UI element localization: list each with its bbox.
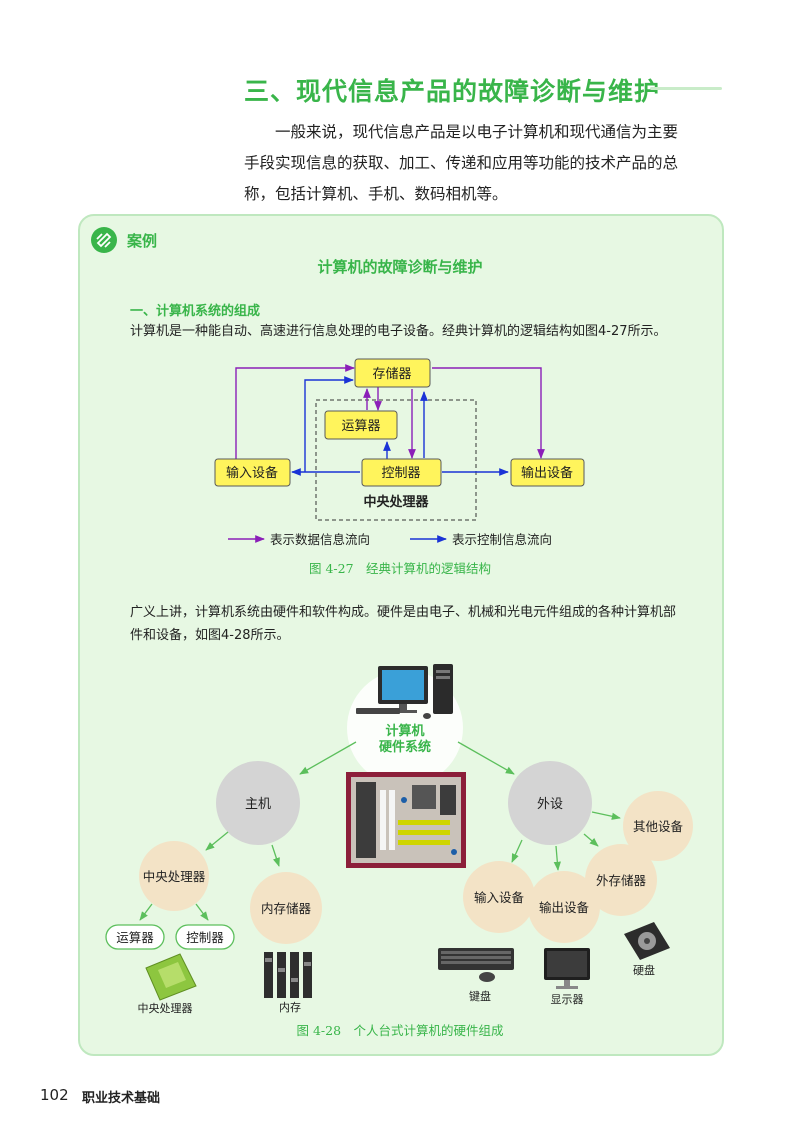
node-cpu-label: 中央处理器 [143, 869, 206, 884]
monitor-illustration [544, 948, 590, 989]
photo-label-keyboard: 键盘 [469, 989, 491, 1003]
section-title: 三、现代信息产品的故障诊断与维护 [244, 77, 661, 106]
node-host [216, 761, 300, 845]
box-output: 输出设备 [510, 458, 585, 487]
arrow-peripheral-to-output [553, 845, 561, 871]
arrow-host-to-ram [271, 844, 280, 867]
node-cpu [139, 841, 209, 911]
node-input-label: 输入设备 [474, 890, 525, 905]
cpu-chip-illustration [145, 953, 197, 1001]
box-output-label: 输出设备 [521, 465, 573, 481]
node-other [623, 791, 693, 861]
intro-line-3: 称，包括计算机、手机、数码相机等。 [244, 185, 508, 203]
ram-illustration [264, 952, 312, 998]
arrow-peripheral-to-input [511, 839, 523, 863]
book-title: 职业技术基础 [82, 1091, 161, 1106]
intro-line-2: 手段实现信息的获取、加工、传递和应用等功能的技术产品的总 [244, 154, 679, 172]
photo-label-cpu: 中央处理器 [138, 1002, 193, 1015]
box-input: 输入设备 [214, 458, 291, 487]
box-alu: 运算器 [324, 410, 398, 440]
node-external-label: 外存储器 [596, 873, 647, 888]
paragraph-2-line-1: 广义上讲，计算机系统由硬件和软件构成。硬件是由电子、机械和光电元件组成的各种计算… [130, 605, 677, 620]
pill-control-label: 控制器 [186, 930, 224, 945]
case-label: 案例 [127, 232, 158, 250]
figure-4-28-caption: 图 4-28 个人台式计算机的硬件组成 [296, 1023, 504, 1038]
node-ram [250, 872, 322, 944]
arrow-root-to-host [299, 741, 357, 775]
box-control: 控制器 [361, 458, 442, 487]
subheading: 一、计算机系统的组成 [130, 304, 261, 319]
keyboard-illustration [438, 948, 514, 982]
photo-label-ram: 内存 [279, 1000, 301, 1014]
legend-control-label: 表示控制信息流向 [452, 532, 552, 547]
node-input [463, 861, 535, 933]
box-memory: 存储器 [354, 358, 431, 388]
pill-alu [105, 924, 165, 950]
node-output-label: 输出设备 [539, 900, 590, 915]
figure-4-27-diagram: 存储器 运算器 控制器 输入设备 输出设备 中央处理器 表示数据信息流向 表示控… [214, 358, 585, 547]
arrow-host-to-cpu [205, 831, 229, 851]
computer-illustration [356, 664, 453, 719]
motherboard-illustration [346, 772, 466, 868]
root-label-line-2: 硬件系统 [379, 739, 431, 755]
photo-label-harddisk: 硬盘 [633, 963, 655, 977]
box-alu-label: 运算器 [341, 419, 380, 434]
arrow-peripheral-to-external [583, 833, 599, 847]
root-label-line-1: 计算机 [385, 723, 424, 739]
arrow-memory-to-output [432, 367, 545, 459]
arrow-cpu-to-alu [139, 903, 153, 921]
intro-line-1: 一般来说，现代信息产品是以电子计算机和现代通信为主要 [275, 123, 679, 141]
page-number: 102 [40, 1086, 69, 1104]
harddisk-illustration [624, 922, 670, 960]
box-memory-label: 存储器 [372, 367, 411, 382]
paragraph-2-line-2: 件和设备，如图4-28所示。 [130, 628, 290, 643]
node-output [528, 871, 600, 943]
figure-4-27-caption: 图 4-27 经典计算机的逻辑结构 [308, 561, 492, 576]
node-host-label: 主机 [245, 797, 271, 812]
box-control-label: 控制器 [381, 466, 420, 481]
title-rule [650, 87, 722, 90]
node-peripheral [508, 761, 592, 845]
node-other-label: 其他设备 [633, 819, 684, 834]
arrow-peripheral-to-other [591, 811, 621, 820]
cpu-region [315, 399, 477, 521]
arrow-root-to-peripheral [457, 741, 515, 775]
pill-control [175, 924, 235, 950]
arrow-cpu-to-control [195, 903, 209, 921]
paragraph-1: 计算机是一种能自动、高速进行信息处理的电子设备。经典计算机的逻辑结构如图4-27… [130, 324, 667, 339]
node-peripheral-label: 外设 [537, 797, 563, 812]
box-input-label: 输入设备 [226, 465, 278, 481]
arrow-input-to-memory [235, 364, 355, 459]
photo-label-monitor: 显示器 [551, 993, 584, 1006]
legend-data-label: 表示数据信息流向 [270, 532, 370, 547]
node-external [585, 844, 657, 916]
node-ram-label: 内存储器 [261, 901, 312, 916]
arrow-control-to-memory [304, 376, 354, 472]
cpu-region-label: 中央处理器 [363, 494, 429, 510]
pill-alu-label: 运算器 [116, 930, 154, 945]
case-title: 计算机的故障诊断与维护 [317, 258, 483, 276]
case-icon [91, 227, 117, 253]
